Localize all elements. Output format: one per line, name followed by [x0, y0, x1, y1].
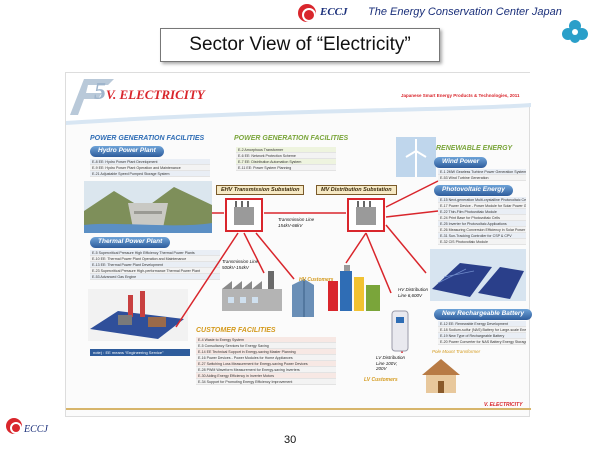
hydro-item-list: E-8 EE: Hydro Power Plant Development E-…	[90, 159, 210, 177]
hydro-power-plant-tab: Hydro Power Plant	[90, 146, 164, 157]
wind-turbine-illustration	[396, 137, 436, 177]
list-item: E-5 Supercritical Pressure High Efficien…	[90, 250, 220, 256]
header-org-name: The Energy Conservation Center Japan	[368, 6, 562, 18]
ehv-substation-label: EHV Transmission Substation	[216, 185, 305, 195]
rechargeable-battery-tab: New Rechargeable Battery	[434, 309, 533, 320]
list-item: E-13 EE: Thermal Power Plant Development	[90, 262, 220, 268]
list-item: E-10 EE: Thermal Power Plant Operation a…	[90, 256, 220, 262]
hv-customers-label: HV Customers	[299, 277, 334, 283]
list-item: E-27 Switching Loss Measurement for Ener…	[196, 361, 336, 367]
power-flow-lines	[175, 180, 439, 353]
list-item: E-15 Next-generation Multi-crystalline P…	[438, 197, 526, 203]
page-number: 30	[284, 434, 297, 446]
list-item: E-6 EE: Network Protection Scheme	[236, 153, 336, 159]
poster-footer-band	[66, 408, 531, 410]
list-item: E-8 EE: Hydro Power Plant Development	[90, 159, 210, 165]
poster-footer-label: V. ELECTRICITY	[484, 402, 523, 408]
list-item: E-14 EE Technical Support in Energy-savi…	[196, 349, 336, 355]
list-item: E-21 Adjustable Speed Pumped Storage Sys…	[90, 171, 210, 177]
list-item: E-19 New Type of Rechargeable Battery	[438, 333, 526, 339]
list-item: E-11 EE: Power System Planning	[236, 165, 336, 171]
list-item: E-4 Waste to Energy System	[196, 337, 336, 343]
wind-power-tab: Wind Power	[434, 157, 488, 168]
list-item: E-7 EE: Distribution Automation System	[236, 159, 336, 165]
house-illustration	[422, 359, 460, 393]
customer-facilities-heading: CUSTOMER FACILITIES	[196, 327, 276, 334]
list-item: E-16 Power Devices - Power Modules for H…	[196, 355, 336, 361]
slide-title: Sector View of “Electricity”	[160, 28, 440, 62]
city-buildings-illustration	[328, 265, 380, 311]
photovoltaic-energy-tab: Photovoltaic Energy	[434, 185, 513, 196]
customer-item-list: E-4 Waste to Energy System E-5 Consultan…	[196, 337, 336, 385]
pole-transformer-device-illustration	[391, 310, 409, 352]
eccj-footer-logo-icon	[6, 418, 22, 434]
list-item: E-28 PWM Waveform Measurement for Energy…	[196, 367, 336, 373]
header-logo-text: ECCJ	[320, 6, 348, 18]
mv-transformer-icon	[347, 198, 385, 232]
clover-icon	[562, 20, 588, 43]
list-item: E-20 Power Converter for NAS Battery Ene…	[438, 339, 526, 345]
list-item: E-53 Wind Turbine Generation	[438, 175, 526, 181]
list-item: E-2 Amorphous Transformer	[236, 147, 336, 153]
mv-substation-label: MV Distribution Substation	[316, 185, 397, 195]
solar-panels-illustration	[430, 249, 526, 301]
factory-illustration	[222, 271, 282, 311]
list-item: E-32 CIS Photovoltaic Module	[438, 239, 526, 245]
list-item: E-23 Supercritical Pressure High-perform…	[90, 268, 220, 274]
dam-illustration	[84, 181, 212, 233]
list-item: E-1 2MW Gearless Turbine Power Generatio…	[438, 169, 526, 175]
list-item: E-12 EE: Renewable Energy Development	[438, 321, 526, 327]
lv-customers-label: LV Customers	[364, 377, 398, 383]
ehv-transformer-icon	[225, 198, 263, 232]
thermal-plant-illustration	[88, 289, 188, 341]
section-number: 5	[94, 79, 106, 105]
hv-distribution-line-label: HV Distribution Line 6,600V	[398, 287, 429, 298]
pv-item-list: E-15 Next-generation Multi-crystalline P…	[438, 197, 526, 245]
list-item: E-18 Sodium-sulfur (NAS) Battery for Lar…	[438, 327, 526, 333]
list-item: E-25 Inverter for Photovoltaic Applicati…	[438, 221, 526, 227]
power-gen-left-heading: POWER GENERATION FACILITIES	[90, 135, 205, 142]
footer-logo-text: ECCJ	[24, 424, 48, 435]
power-gen-mid-heading: POWER GENERATION FACILITIES	[234, 135, 349, 142]
list-item: E-34 Support for Promoting Energy Effici…	[196, 379, 336, 385]
office-tower-illustration	[292, 279, 314, 317]
pole-transformer-label: Pole Mount Transformer	[432, 349, 481, 354]
ee-note: note) : EE means “Engineering Service”	[90, 349, 190, 356]
section-title: V. ELECTRICITY	[106, 87, 205, 102]
transmission-line-label-500kv: Transmission Line 500kV-154kV	[222, 259, 259, 270]
list-item: E-9 EE: Hydro Power Plant Operation and …	[90, 165, 210, 171]
list-item: E-17 Power Device - Power Module for Sol…	[438, 203, 526, 209]
electricity-poster: 5 V. ELECTRICITY Japanese Smart Energy P…	[65, 72, 533, 417]
poster-tagline: Japanese Smart Energy Products & Technol…	[401, 93, 520, 98]
list-item: E-31 Sun-Tracking Controller for CSP & C…	[438, 233, 526, 239]
thermal-item-list: E-5 Supercritical Pressure High Efficien…	[90, 250, 220, 280]
grid-item-list: E-2 Amorphous Transformer E-6 EE: Networ…	[236, 147, 336, 171]
eccj-logo-icon	[298, 4, 316, 22]
list-item: E-53 Advanced Gas Engine	[90, 274, 220, 280]
list-item: E-5 Consultancy Services for Energy Savi…	[196, 343, 336, 349]
wind-item-list: E-1 2MW Gearless Turbine Power Generatio…	[438, 169, 526, 181]
list-item: E-30 Aiding Energy Efficiency in Inverte…	[196, 373, 336, 379]
list-item: E-24 Print Base for Photovoltaic Cells	[438, 215, 526, 221]
transmission-line-label-66kv: Transmission Line 154kV-66kV	[278, 217, 315, 228]
list-item: E-22 Thin-Film Photovoltaic Module	[438, 209, 526, 215]
renewable-heading: RENEWABLE ENERGY	[436, 145, 513, 152]
list-item: E-26 Measuring Conversion Efficiency in …	[438, 227, 526, 233]
thermal-power-plant-tab: Thermal Power Plant	[90, 237, 171, 248]
battery-item-list: E-12 EE: Renewable Energy Development E-…	[438, 321, 526, 345]
lv-distribution-line-label: LV Distribution Line 100V, 200V	[376, 355, 406, 371]
poster-banner	[66, 73, 531, 125]
